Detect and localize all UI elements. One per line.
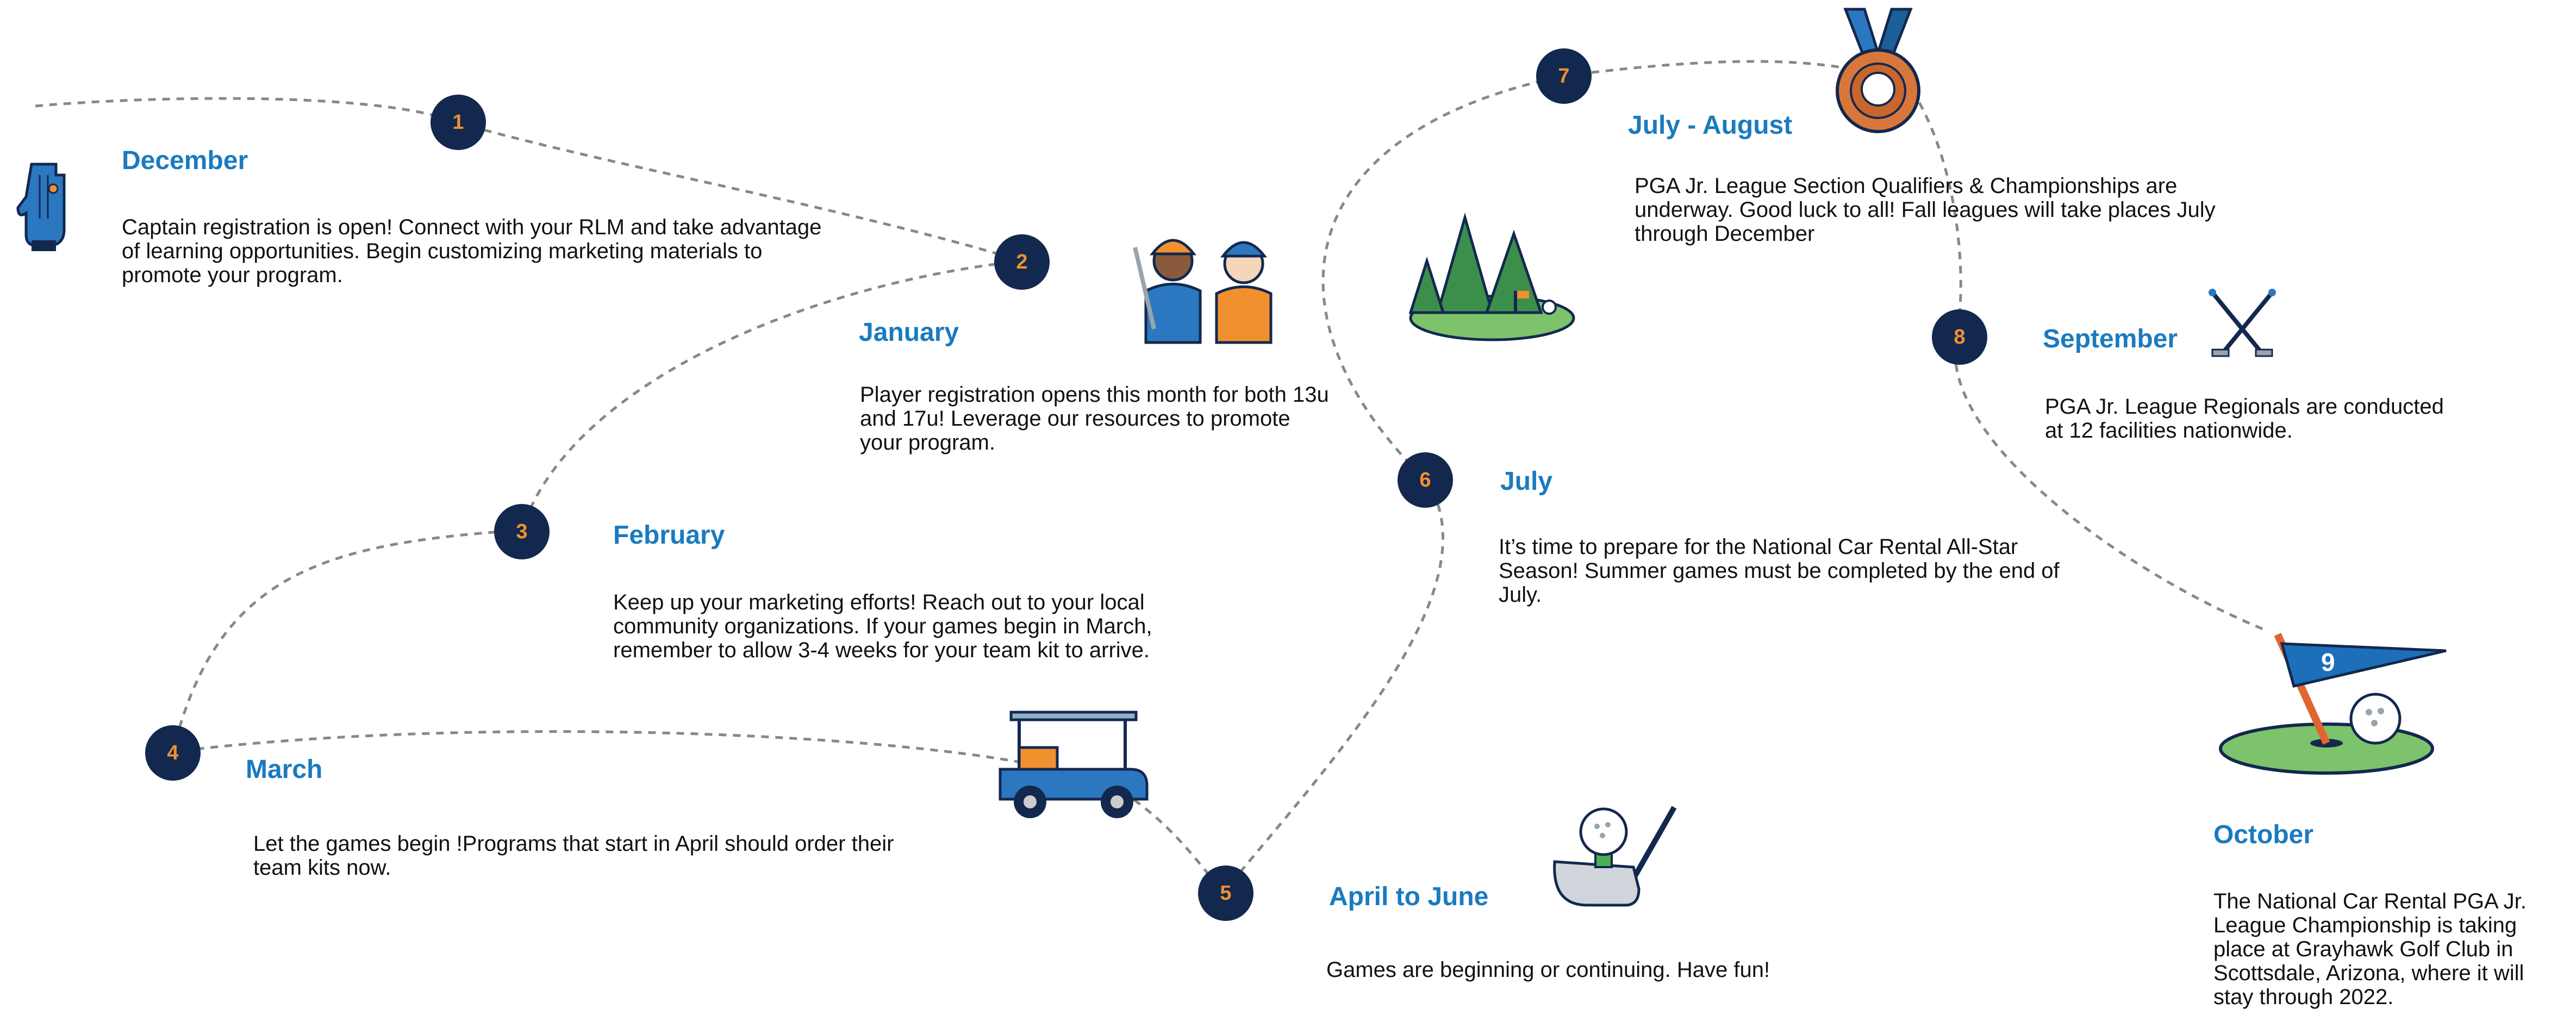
month-february: February: [613, 521, 725, 550]
desc-december: Captain registration is open! Connect wi…: [122, 215, 822, 287]
desc-july: It’s time to prepare for the National Ca…: [1499, 535, 2060, 607]
crossed-clubs-icon: [2209, 289, 2276, 357]
golf-glove-icon: [16, 163, 66, 251]
desc-july-august: PGA Jr. League Section Qualifiers & Cham…: [1635, 174, 2216, 246]
desc-march: Let the games begin !Programs that start…: [253, 832, 894, 880]
month-april-to-june: April to June: [1329, 882, 1489, 911]
month-december: December: [122, 146, 248, 175]
golf-cart-icon: [999, 711, 1149, 818]
step-marker-7: 7: [1536, 48, 1592, 104]
golfers-icon: [1133, 239, 1273, 344]
golf-club-ball-icon: [1553, 806, 1677, 907]
step-marker-5: 5: [1198, 865, 1253, 921]
desc-october: The National Car Rental PGA Jr. League C…: [2213, 889, 2527, 1009]
step-marker-1: 1: [431, 95, 486, 150]
medal-icon: [1836, 8, 1920, 133]
month-october: October: [2213, 820, 2314, 849]
month-march: March: [246, 755, 323, 784]
month-january: January: [859, 318, 959, 347]
desc-february: Keep up your marketing efforts! Reach ou…: [613, 590, 1152, 662]
desc-january: Player registration opens this month for…: [860, 383, 1329, 454]
month-july: July: [1500, 467, 1553, 496]
flag-number: 9: [2321, 648, 2335, 676]
golf-course-trees-icon: [1408, 212, 1575, 341]
step-marker-8: 8: [1932, 309, 1987, 365]
step-marker-6: 6: [1398, 452, 1453, 508]
flag-hole-icon: 9: [2219, 633, 2447, 775]
month-september: September: [2043, 325, 2178, 353]
step-marker-2: 2: [994, 234, 1050, 290]
step-marker-3: 3: [494, 504, 550, 559]
desc-april-to-june: Games are beginning or continuing. Have …: [1326, 958, 1770, 982]
step-marker-4: 4: [145, 725, 201, 781]
month-july-august: July - August: [1628, 111, 1793, 140]
desc-september: PGA Jr. League Regionals are conducted a…: [2045, 395, 2444, 443]
